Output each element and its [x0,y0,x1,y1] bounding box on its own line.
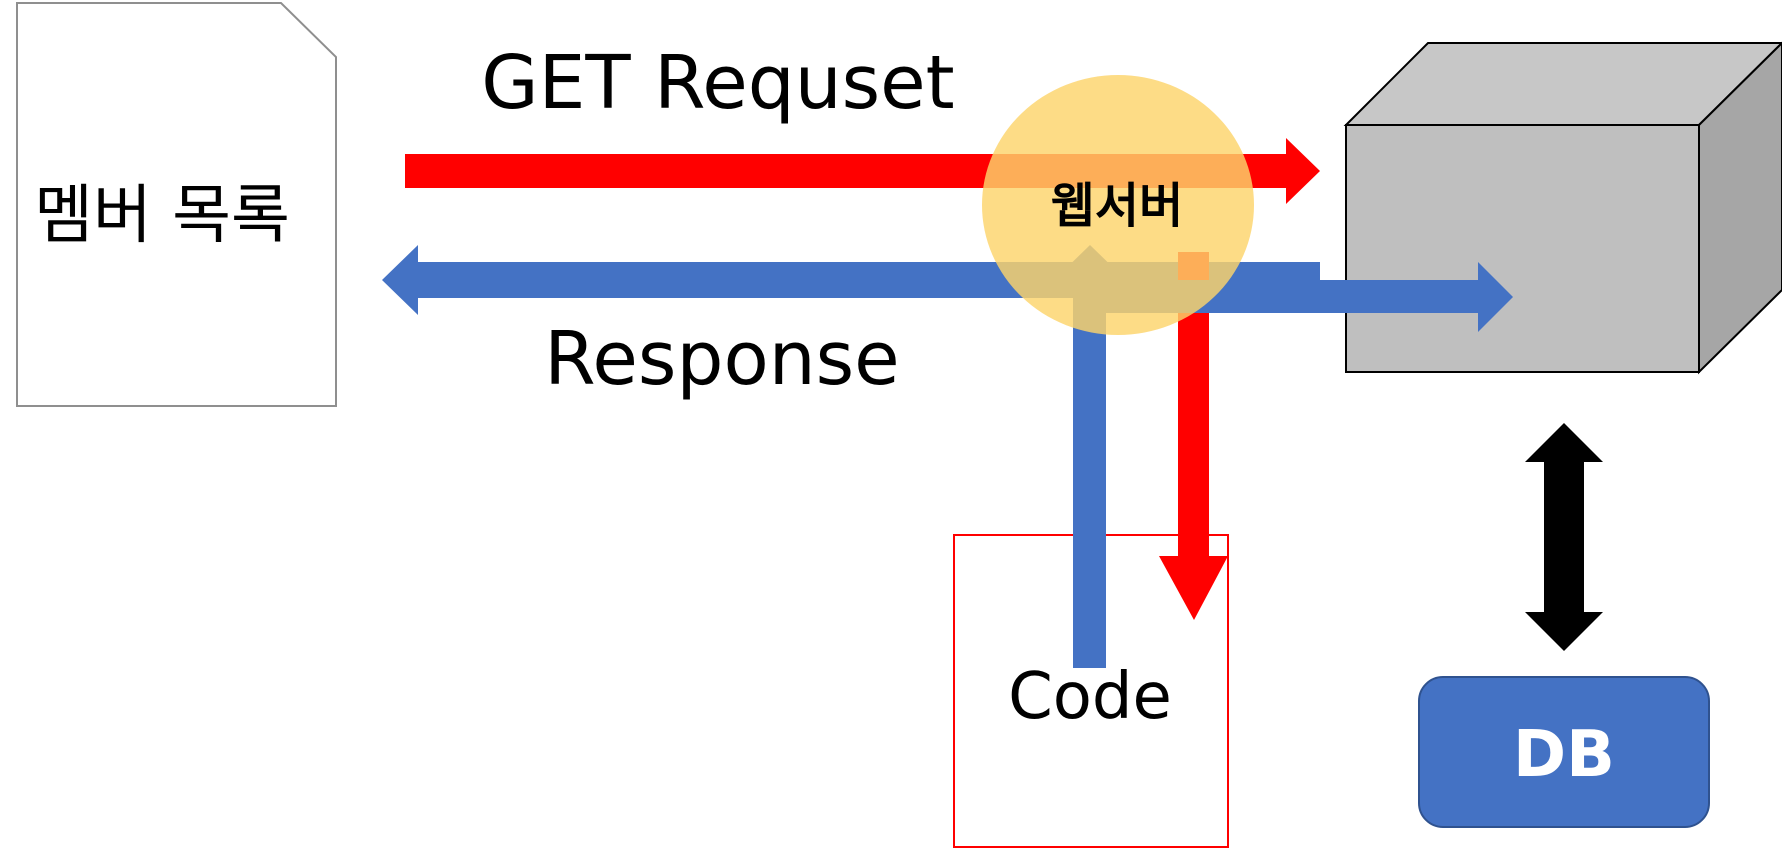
web-server-label: 웹서버 [1051,178,1183,234]
db-label: DB [1513,718,1615,792]
web-server-highlight [982,75,1254,335]
document-shape [16,1,337,407]
document-label: 멤버 목록 [34,179,290,253]
code-up-arrow [1054,245,1126,668]
db-box [1418,676,1710,828]
request-label: GET Requset [481,40,954,126]
server-db-double-arrow [1525,423,1603,651]
server-to-cube-arrow [1090,262,1513,332]
server-cube [1343,41,1782,375]
response-label: Response [544,316,899,402]
code-label: Code [1008,660,1172,734]
server-to-code-arrow [1159,252,1228,620]
